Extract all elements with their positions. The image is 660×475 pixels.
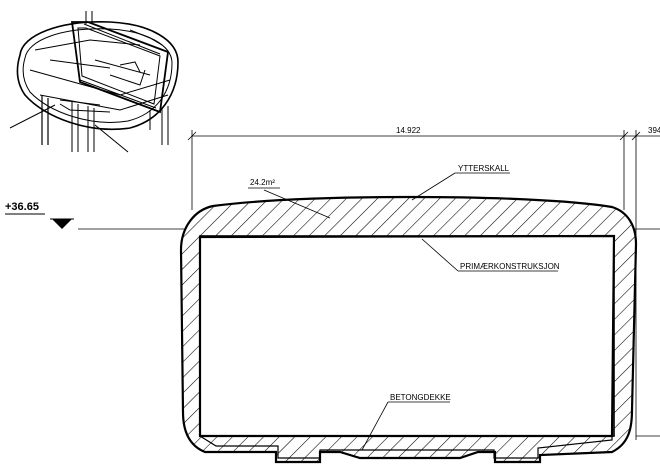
area-label: 24.2m² xyxy=(250,178,275,187)
elevation-label: +36.65 xyxy=(5,201,39,213)
isometric-thumbnail xyxy=(9,11,179,153)
concrete-deck xyxy=(199,435,613,459)
concrete-deck-label: BETONGDEKKE xyxy=(390,393,451,402)
primary-structure-label: PRIMÆRKONSTRUKSJON xyxy=(460,262,560,271)
annotations xyxy=(248,172,558,451)
cross-section xyxy=(179,195,660,464)
primary-structure xyxy=(199,235,615,437)
dimension-main: 14.922 xyxy=(396,126,421,135)
outer-shell-label: YTTERSKALL xyxy=(458,164,510,173)
dimension-side: 394 xyxy=(648,126,660,135)
